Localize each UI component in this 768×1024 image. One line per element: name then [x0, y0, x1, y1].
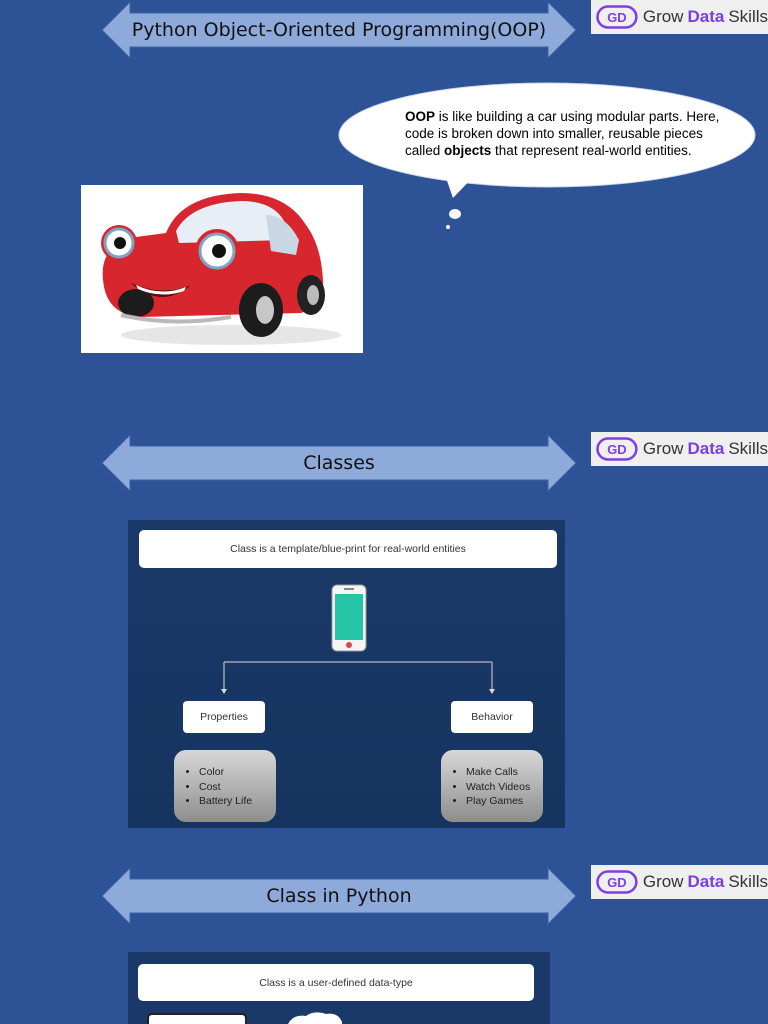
gds-logo-icon: GD: [596, 437, 638, 461]
oop-term: OOP: [405, 109, 436, 124]
bubble-text-1: is like building a car using modular par…: [405, 109, 720, 158]
section-banner-class-in-python: Class in Python: [100, 866, 578, 926]
section-title: Class in Python: [266, 885, 412, 907]
logo-word-skills: Skills: [728, 439, 768, 458]
list-item: Watch Videos: [466, 780, 543, 795]
section-title: Python Object-Oriented Programming(OOP): [131, 19, 547, 41]
section-title: Classes: [303, 452, 375, 474]
logo-word-skills: Skills: [728, 7, 768, 26]
diagram-connectors: [221, 584, 495, 694]
list-item: Color: [199, 765, 276, 780]
diagram-partial-shapes: [147, 1012, 342, 1024]
properties-list: Color Cost Battery Life: [174, 750, 276, 822]
svg-text:GD: GD: [607, 10, 626, 25]
car-image: [81, 185, 363, 353]
objects-term: objects: [444, 143, 492, 158]
gds-logo-icon: GD: [596, 5, 638, 29]
logo-word-grow: Grow: [642, 7, 684, 26]
logo-word-grow: Grow: [642, 872, 684, 891]
properties-node: Properties: [183, 701, 265, 733]
svg-text:GD: GD: [607, 442, 626, 457]
logo-word-grow: Grow: [642, 439, 684, 458]
bubble-text-2: that represent real-world entities.: [491, 143, 692, 158]
class-diagram: Class is a template/blue-print for real-…: [128, 520, 565, 828]
section-banner-oop: Python Object-Oriented Programming(OOP): [100, 0, 578, 60]
thought-bubble: [338, 82, 756, 229]
logo-word-skills: Skills: [728, 872, 768, 891]
diagram-title: Class is a template/blue-print for real-…: [139, 530, 557, 568]
oop-explanation: OOP is like building a car using modular…: [405, 108, 735, 159]
grow-data-skills-logo: GD Grow Data Skills: [591, 0, 768, 34]
gds-logo-icon: GD: [596, 870, 638, 894]
list-item: Cost: [199, 780, 276, 795]
diagram-title: Class is a user-defined data-type: [138, 964, 534, 1001]
list-item: Make Calls: [466, 765, 543, 780]
grow-data-skills-logo: GD Grow Data Skills: [591, 865, 768, 899]
list-item: Battery Life: [199, 794, 276, 809]
logo-word-data: Data: [687, 7, 725, 26]
logo-word-data: Data: [687, 872, 725, 891]
cartoon-car-icon: [101, 193, 341, 345]
logo-word-data: Data: [687, 439, 725, 458]
section-banner-classes: Classes: [100, 433, 578, 493]
python-class-diagram: Class is a user-defined data-type: [128, 952, 550, 1024]
grow-data-skills-logo: GD Grow Data Skills: [591, 432, 768, 466]
behavior-node: Behavior: [451, 701, 533, 733]
svg-text:GD: GD: [607, 875, 626, 890]
behavior-list: Make Calls Watch Videos Play Games: [441, 750, 543, 822]
list-item: Play Games: [466, 794, 543, 809]
